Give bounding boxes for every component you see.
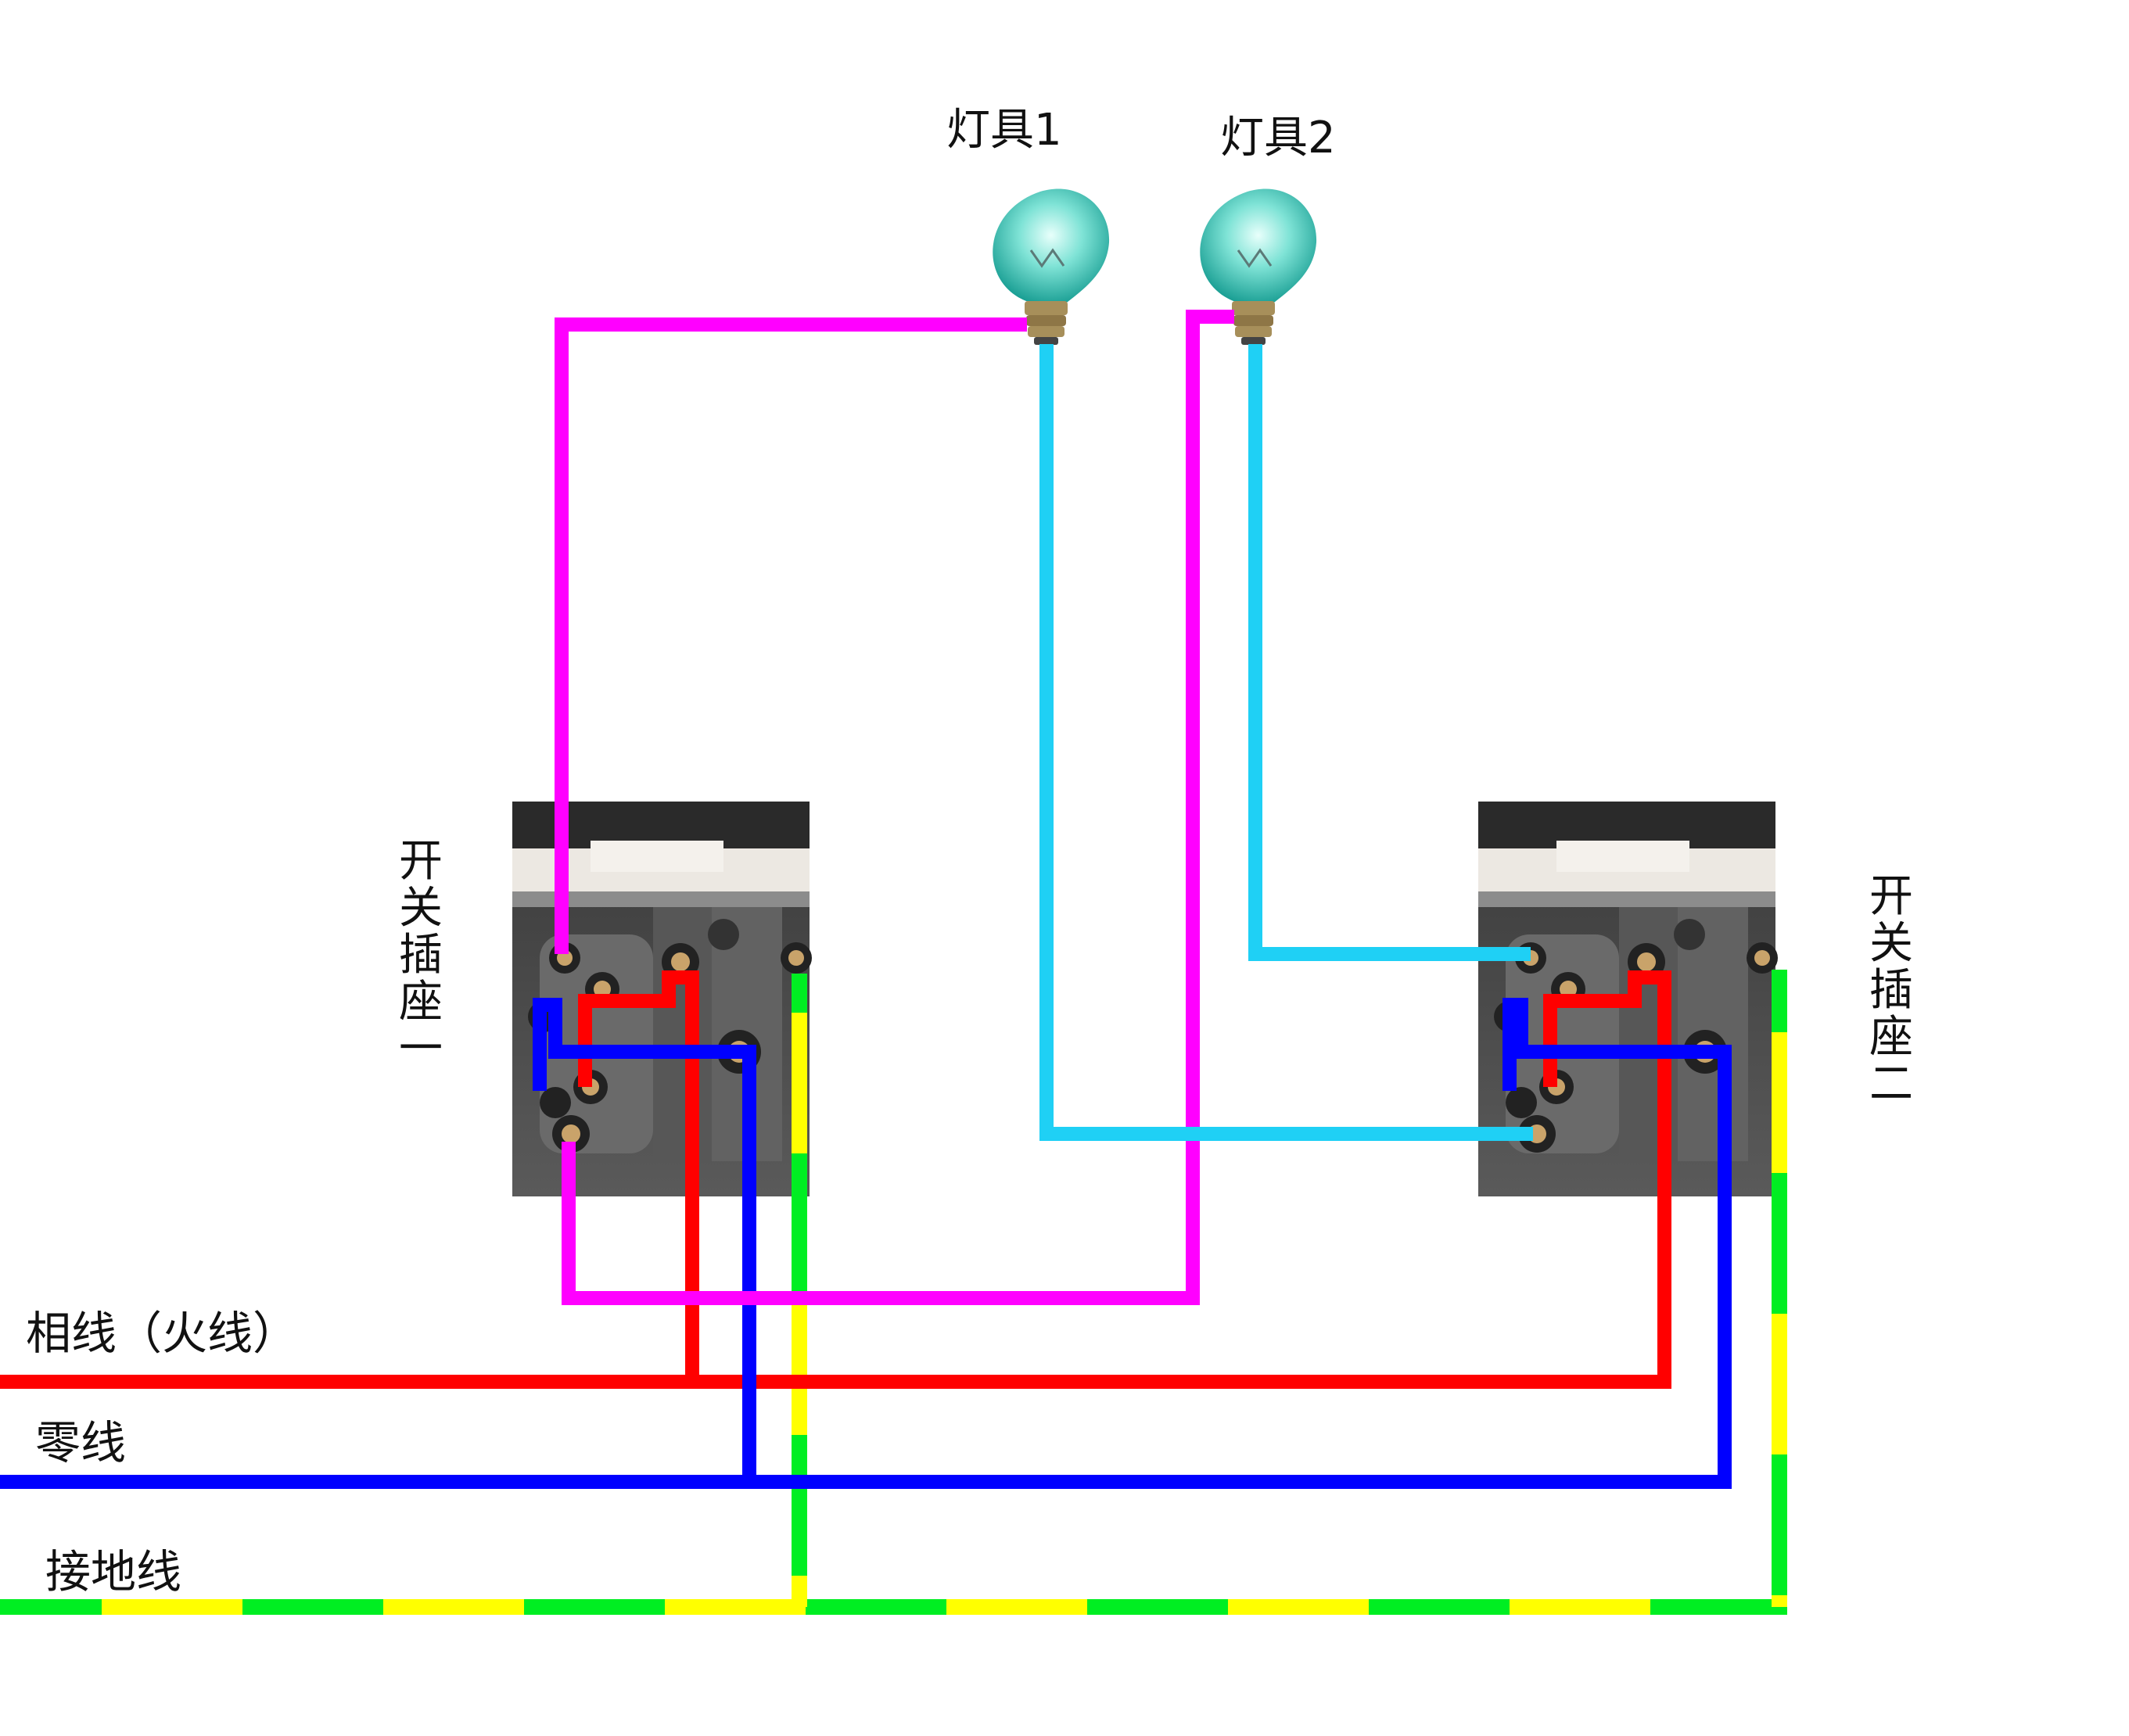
switch-socket-1-label: 开 关 插 座 一	[399, 836, 443, 1074]
svg-text:插: 插	[1869, 965, 1913, 1016]
neutral-wire	[0, 998, 1732, 1489]
svg-text:二: 二	[1869, 1059, 1913, 1110]
switch-socket-2-label: 开 关 插 座 二	[1869, 871, 1913, 1110]
lamp-2-icon	[1200, 188, 1317, 345]
lamp-1-label: 灯具1	[946, 105, 1062, 156]
lamp-1-icon	[993, 188, 1110, 345]
svg-text:插: 插	[399, 930, 443, 981]
lamp-return-wire	[1039, 344, 1533, 1141]
ground-line-label: 接地线	[45, 1545, 181, 1598]
svg-text:开: 开	[1869, 871, 1913, 922]
svg-text:座: 座	[399, 977, 443, 1028]
switched-live-wire	[555, 310, 1234, 1305]
svg-text:关: 关	[399, 883, 443, 934]
svg-text:开: 开	[399, 836, 443, 887]
svg-text:一: 一	[399, 1024, 443, 1074]
svg-text:座: 座	[1869, 1012, 1913, 1063]
neutral-line-label: 零线	[35, 1416, 126, 1469]
phase-line-label: 相线（火线）	[26, 1307, 298, 1360]
switch-socket-1-photo	[512, 802, 812, 1196]
ground-wire	[0, 970, 1787, 1615]
lamp-2-label: 灯具2	[1220, 113, 1336, 163]
svg-text:关: 关	[1869, 918, 1913, 969]
